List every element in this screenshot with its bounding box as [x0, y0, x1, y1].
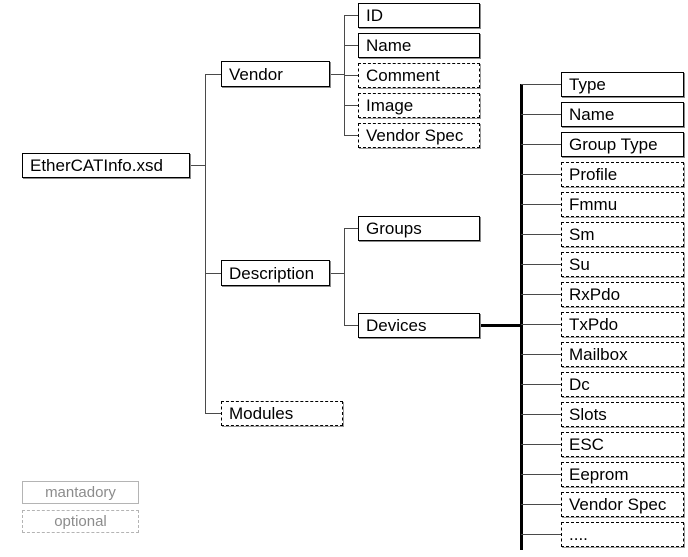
connector-device-child-4 — [521, 204, 561, 205]
node-label: Groups — [366, 219, 422, 238]
connector-description-trunk — [344, 228, 345, 326]
connector-device-child-12 — [521, 444, 561, 445]
legend-optional: optional — [22, 510, 139, 533]
node-device-fmmu[interactable]: Fmmu — [561, 192, 684, 217]
node-modules[interactable]: Modules — [221, 401, 343, 426]
connector-devices-trunk — [520, 84, 523, 550]
connector-device-child-0 — [521, 84, 561, 85]
connector-device-child-7 — [521, 294, 561, 295]
node-device-eeprom[interactable]: Eeprom — [561, 462, 684, 487]
node-label: Image — [366, 96, 414, 115]
connector-device-child-5 — [521, 234, 561, 235]
node-device-esc[interactable]: ESC — [561, 432, 684, 457]
node-vendor-comment[interactable]: Comment — [358, 63, 480, 88]
node-label: Modules — [229, 404, 294, 423]
node-label: Su — [569, 255, 590, 274]
node-devices[interactable]: Devices — [358, 313, 480, 338]
connector-device-child-10 — [521, 384, 561, 385]
node-label: ESC — [569, 435, 604, 454]
connector-to-modules — [205, 413, 222, 414]
connector-device-child-14 — [521, 504, 561, 505]
node-device-name[interactable]: Name — [561, 102, 684, 127]
node-vendor-image[interactable]: Image — [358, 93, 480, 118]
node-description[interactable]: Description — [221, 260, 330, 286]
node-label: Group Type — [569, 135, 658, 154]
connector-description-stub — [330, 273, 345, 274]
node-device-more[interactable]: .... — [561, 522, 684, 547]
node-vendor[interactable]: Vendor — [221, 61, 330, 87]
connector-to-vendor — [205, 74, 222, 75]
connector-device-child-9 — [521, 354, 561, 355]
connector-device-child-15 — [521, 534, 561, 535]
connector-root-trunk — [205, 74, 206, 414]
node-device-txpdo[interactable]: TxPdo — [561, 312, 684, 337]
node-label: Fmmu — [569, 195, 618, 214]
node-label: Dc — [569, 375, 590, 394]
node-label: Description — [229, 263, 315, 283]
node-label: Comment — [366, 66, 440, 85]
node-label: RxPdo — [569, 285, 621, 304]
node-label: Name — [569, 105, 615, 124]
node-device-vendor-spec[interactable]: Vendor Spec — [561, 492, 684, 517]
node-device-profile[interactable]: Profile — [561, 162, 684, 187]
node-label: Eeprom — [569, 465, 629, 484]
legend-mandatory: mantadory — [22, 481, 139, 504]
connector-vendor-child-2 — [344, 75, 359, 76]
connector-device-child-2 — [521, 144, 561, 145]
node-label: Slots — [569, 405, 607, 424]
node-device-sm[interactable]: Sm — [561, 222, 684, 247]
legend-label: mantadory — [45, 484, 116, 501]
legend-label: optional — [54, 513, 107, 530]
connector-description-child-0 — [344, 228, 359, 229]
node-label: Devices — [366, 316, 427, 335]
node-groups[interactable]: Groups — [358, 216, 480, 241]
node-label: Vendor — [229, 64, 283, 84]
connector-vendor-child-1 — [344, 45, 359, 46]
connector-vendor-child-4 — [344, 135, 359, 136]
node-vendor-vendor-spec[interactable]: Vendor Spec — [358, 123, 480, 148]
node-label: Sm — [569, 225, 595, 244]
connector-device-child-13 — [521, 474, 561, 475]
node-label: Type — [569, 75, 606, 94]
node-device-type[interactable]: Type — [561, 72, 684, 97]
node-device-su[interactable]: Su — [561, 252, 684, 277]
node-device-slots[interactable]: Slots — [561, 402, 684, 427]
connector-device-child-11 — [521, 414, 561, 415]
node-label: ID — [366, 6, 383, 25]
connector-devices-stub — [480, 324, 523, 327]
node-device-group-type[interactable]: Group Type — [561, 132, 684, 157]
node-label: Vendor Spec — [366, 126, 464, 145]
connector-device-child-8 — [521, 324, 561, 325]
node-label: Vendor Spec — [569, 495, 667, 514]
connector-vendor-child-3 — [344, 105, 359, 106]
node-label: .... — [569, 525, 588, 544]
connector-root-stub — [190, 165, 206, 166]
connector-to-description — [205, 273, 222, 274]
connector-vendor-stub — [330, 74, 345, 75]
node-device-dc[interactable]: Dc — [561, 372, 684, 397]
connector-device-child-1 — [521, 114, 561, 115]
node-device-rxpdo[interactable]: RxPdo — [561, 282, 684, 307]
node-label: TxPdo — [569, 315, 619, 334]
node-label: EtherCATInfo.xsd — [30, 156, 163, 175]
connector-description-child-1 — [344, 325, 359, 326]
node-vendor-id[interactable]: ID — [358, 3, 480, 28]
connector-vendor-child-0 — [344, 15, 359, 16]
node-device-mailbox[interactable]: Mailbox — [561, 342, 684, 367]
node-label: Name — [366, 36, 412, 55]
node-ethercatinfo-xsd[interactable]: EtherCATInfo.xsd — [22, 153, 190, 178]
connector-device-child-3 — [521, 174, 561, 175]
node-label: Profile — [569, 165, 618, 184]
connector-device-child-6 — [521, 264, 561, 265]
node-label: Mailbox — [569, 345, 628, 364]
node-vendor-name[interactable]: Name — [358, 33, 480, 58]
